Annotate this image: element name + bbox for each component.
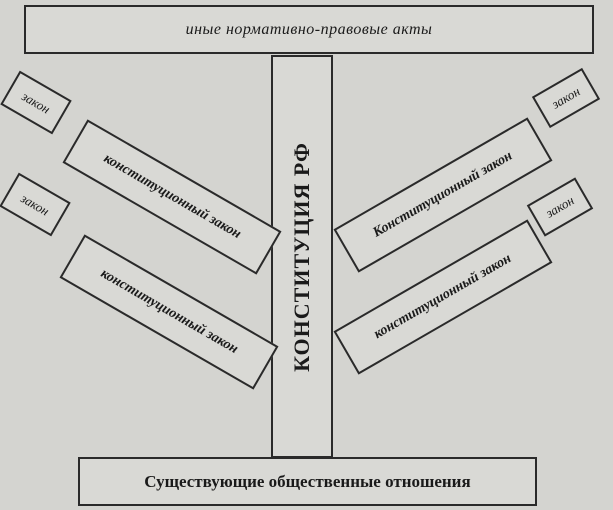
left-upper-constitutional-law-label: конституционный закон — [100, 151, 244, 243]
right-lower-constitutional-law-label: конституционный закон — [371, 251, 515, 343]
left-lower-constitutional-law-label: конституционный закон — [97, 266, 241, 358]
right-upper-law-label: закон — [548, 83, 583, 112]
left-lower-law-box: закон — [0, 172, 71, 237]
constitution-label: КОНСТИТУЦИЯ РФ — [289, 141, 314, 372]
left-lower-law-label: закон — [18, 190, 53, 219]
other-normative-acts-box: иные нормативно-правовые акты — [24, 5, 594, 54]
other-normative-acts-label: иные нормативно-правовые акты — [185, 20, 433, 38]
social-relations-label: Существующие общественные отношения — [144, 471, 471, 491]
constitution-trunk: КОНСТИТУЦИЯ РФ — [271, 55, 333, 458]
right-upper-law-box: закон — [531, 67, 601, 129]
left-upper-law-label: закон — [19, 88, 54, 117]
right-lower-law-box: закон — [526, 177, 594, 237]
right-lower-law-label: закон — [542, 192, 577, 221]
right-upper-constitutional-law-label: Конституционный закон — [370, 148, 516, 241]
left-upper-law-box: закон — [0, 70, 72, 135]
social-relations-box: Существующие общественные отношения — [78, 457, 537, 506]
